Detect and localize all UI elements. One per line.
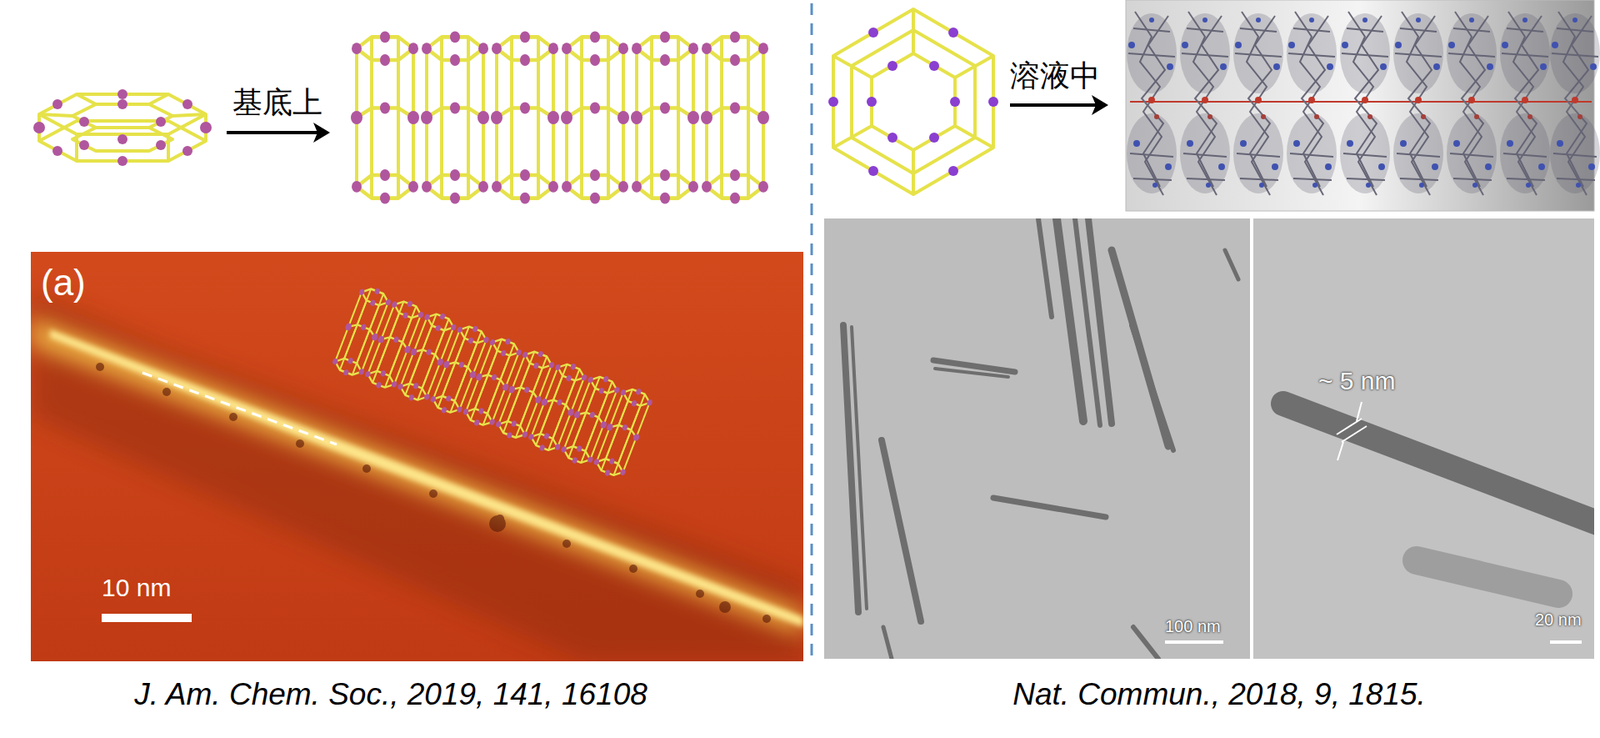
panel-label: (a)	[40, 261, 86, 305]
tem-image	[1253, 218, 1595, 659]
scale-label: 20 nm	[1535, 610, 1582, 630]
cage-chain	[350, 31, 770, 205]
scale-label: 100 nm	[1165, 616, 1221, 636]
reaction-arrow	[226, 122, 330, 143]
scale-label: 10 nm	[101, 573, 171, 603]
citation: Nat. Commun., 2018, 9, 1815.	[1012, 676, 1426, 713]
molecular-stack-render	[1125, 0, 1600, 211]
afm-image	[30, 251, 804, 661]
citation: J. Am. Chem. Soc., 2019, 141, 16108	[134, 676, 648, 713]
arrow-label: 基底上	[232, 85, 323, 120]
reaction-arrow	[1010, 95, 1109, 115]
hexagonal-cage-top-view	[828, 9, 999, 195]
divider-line	[810, 3, 814, 660]
hexagonal-cage	[33, 89, 212, 166]
arrow-label: 溶液中	[1010, 58, 1100, 93]
tem-image	[824, 218, 1250, 659]
dimension-label: ~ 5 nm	[1318, 366, 1396, 396]
